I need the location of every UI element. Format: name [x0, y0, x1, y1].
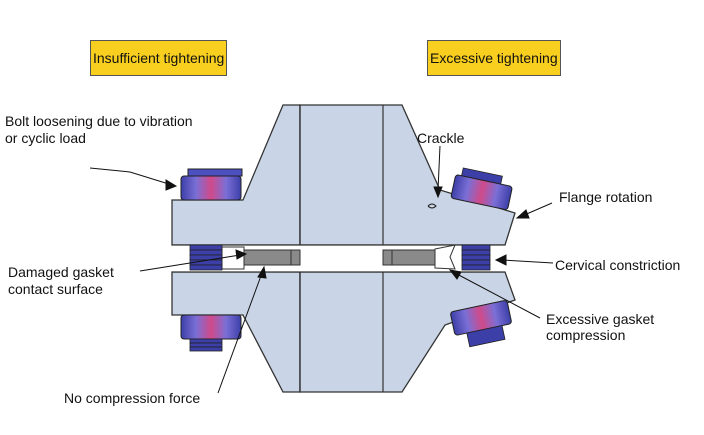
label-damaged-gasket-2: contact surface: [8, 281, 103, 297]
bolt-right: [450, 167, 513, 348]
leader-crackle: [437, 145, 441, 191]
crackle-mark: [427, 203, 437, 209]
leader-no-compression: [217, 272, 263, 394]
label-cervical-constriction: Cervical constriction: [555, 257, 681, 273]
label-no-compression: No compression force: [64, 390, 201, 406]
label-crackle: Crackle: [417, 130, 465, 146]
title-excessive: Excessive tightening: [427, 40, 561, 76]
title-insufficient: Insufficient tightening: [90, 40, 228, 76]
label-flange-rotation: Flange rotation: [559, 189, 653, 205]
leader-excessive-compression: [454, 272, 541, 319]
bolt-left: [180, 168, 243, 352]
leader-bolt-loosening: [89, 167, 173, 186]
label-excessive-compression-1: Excessive gasket: [546, 311, 655, 327]
label-bolt-loosening-2: or cyclic load: [5, 130, 86, 146]
label-excessive-compression-2: compression: [546, 327, 626, 343]
label-bolt-loosening-1: Bolt loosening due to vibration: [5, 113, 193, 129]
leader-damaged-gasket: [139, 254, 241, 272]
label-damaged-gasket-1: Damaged gasket: [8, 264, 114, 280]
leader-cervical: [501, 259, 554, 264]
